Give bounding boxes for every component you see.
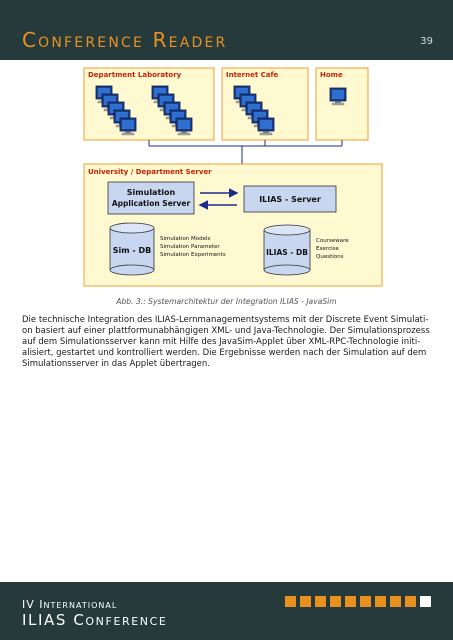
square-icon	[360, 596, 371, 607]
square-icon	[405, 596, 416, 607]
sim-db-item-1: Simulation Models	[160, 236, 211, 242]
ilias-db-cylinder	[263, 224, 311, 276]
body-line: on basiert auf einer plattformunabhängig…	[22, 326, 430, 336]
network-connections	[148, 140, 343, 164]
ilias-server-label: ILIAS - Server	[259, 195, 321, 204]
server-arrows	[198, 188, 239, 210]
page-header: Conference Reader 39	[0, 0, 453, 60]
square-icon	[285, 596, 296, 607]
ilias-server-box	[243, 185, 337, 213]
ilias-db-item-3: Questions	[316, 254, 344, 260]
page-footer: IV International ILIAS Conference	[0, 582, 453, 640]
body-line: auf dem Simulationsserver kann mit Hilfe…	[22, 337, 421, 347]
body-line: Die technische Integration des ILIAS-Ler…	[22, 315, 429, 325]
simulation-server-line1: Simulation	[127, 188, 176, 197]
square-icon	[300, 596, 311, 607]
sim-db-item-2: Simulation Parameter	[160, 244, 220, 250]
sim-db-label: Sim - DB	[113, 246, 151, 255]
page-number: 39	[420, 36, 433, 47]
body-line: alisiert, gestartet und kontrolliert wer…	[22, 348, 427, 358]
simulation-server-line2: Application Server	[112, 199, 191, 208]
square-icon	[390, 596, 401, 607]
architecture-diagram: Department Laboratory Internet Cafe Home	[83, 67, 383, 287]
department-laboratory-label: Department Laboratory	[88, 71, 182, 79]
square-icon	[330, 596, 341, 607]
square-icon	[315, 596, 326, 607]
square-icon	[420, 596, 431, 607]
figure-caption: Abb. 3.: Systemarchitektur der Integrati…	[116, 297, 337, 306]
home-label: Home	[320, 71, 343, 79]
decorative-squares	[285, 596, 431, 607]
square-icon	[375, 596, 386, 607]
sim-db-cylinder	[109, 222, 155, 276]
ilias-db-item-1: Courseware	[316, 238, 349, 244]
internet-cafe-label: Internet Cafe	[226, 71, 279, 79]
ilias-db-label: ILIAS - DB	[266, 248, 308, 257]
footer-subtitle: IV International	[22, 598, 118, 611]
square-icon	[345, 596, 356, 607]
university-server-label: University / Department Server	[88, 168, 212, 176]
simulation-server-box	[107, 181, 195, 215]
body-paragraph: Die technische Integration des ILIAS-Ler…	[22, 315, 434, 370]
footer-title: ILIAS Conference	[22, 611, 168, 629]
ilias-db-item-2: Exercise	[316, 246, 340, 252]
body-line: Simulationsserver in das Applet übertrag…	[22, 359, 210, 369]
sim-db-item-3: Simulation Experiments	[160, 252, 226, 258]
header-title: Conference Reader	[22, 28, 228, 52]
